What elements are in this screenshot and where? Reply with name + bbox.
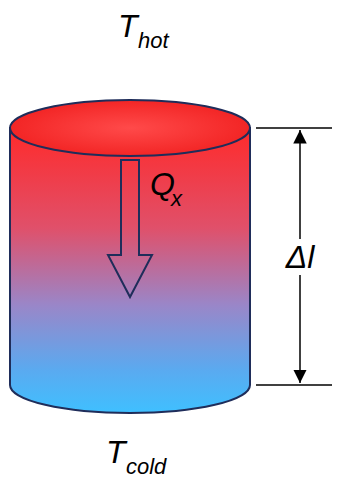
heat-flow-arrow: [108, 160, 152, 297]
cylinder-top: [10, 100, 250, 156]
temperature-symbol: T: [118, 10, 138, 42]
cylinder-body: [10, 128, 250, 413]
length-dimension: Δl: [283, 239, 318, 275]
temperature-symbol: T: [106, 436, 126, 468]
heat-flux-subscript: x: [171, 188, 182, 210]
temperature-subscript: hot: [138, 30, 169, 52]
temperature-subscript: cold: [126, 456, 166, 478]
dimension-extension: [256, 127, 332, 129]
dimension-extension: [256, 384, 332, 386]
